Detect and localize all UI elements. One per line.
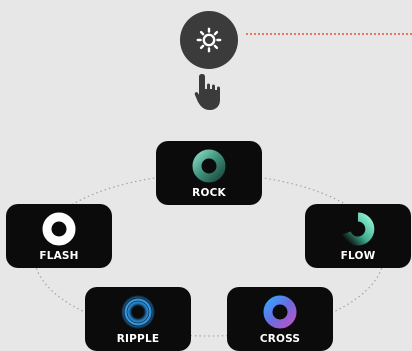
mode-card-cross[interactable]: CROSS [227, 287, 333, 351]
light-toggle-button[interactable] [180, 11, 238, 69]
sun-icon [196, 27, 222, 53]
flow-ring-icon [342, 212, 375, 246]
pointer-dotted-line [246, 33, 412, 36]
ripple-ring-icon [121, 295, 155, 329]
rock-ring-icon [192, 149, 226, 183]
mode-label-rock: ROCK [192, 187, 226, 199]
mode-card-flash[interactable]: FLASH [6, 204, 112, 268]
mode-label-flow: FLOW [340, 250, 376, 262]
hand-pointer-icon [194, 74, 220, 110]
mode-card-ripple[interactable]: RIPPLE [85, 287, 191, 351]
flash-ring-icon [42, 212, 76, 246]
mode-label-flash: FLASH [39, 250, 79, 262]
cross-ring-icon [263, 295, 297, 329]
mode-card-flow[interactable]: FLOW [305, 204, 411, 268]
mode-label-cross: CROSS [259, 333, 301, 345]
mode-label-ripple: RIPPLE [116, 333, 160, 345]
mode-card-rock[interactable]: ROCK [156, 141, 262, 205]
